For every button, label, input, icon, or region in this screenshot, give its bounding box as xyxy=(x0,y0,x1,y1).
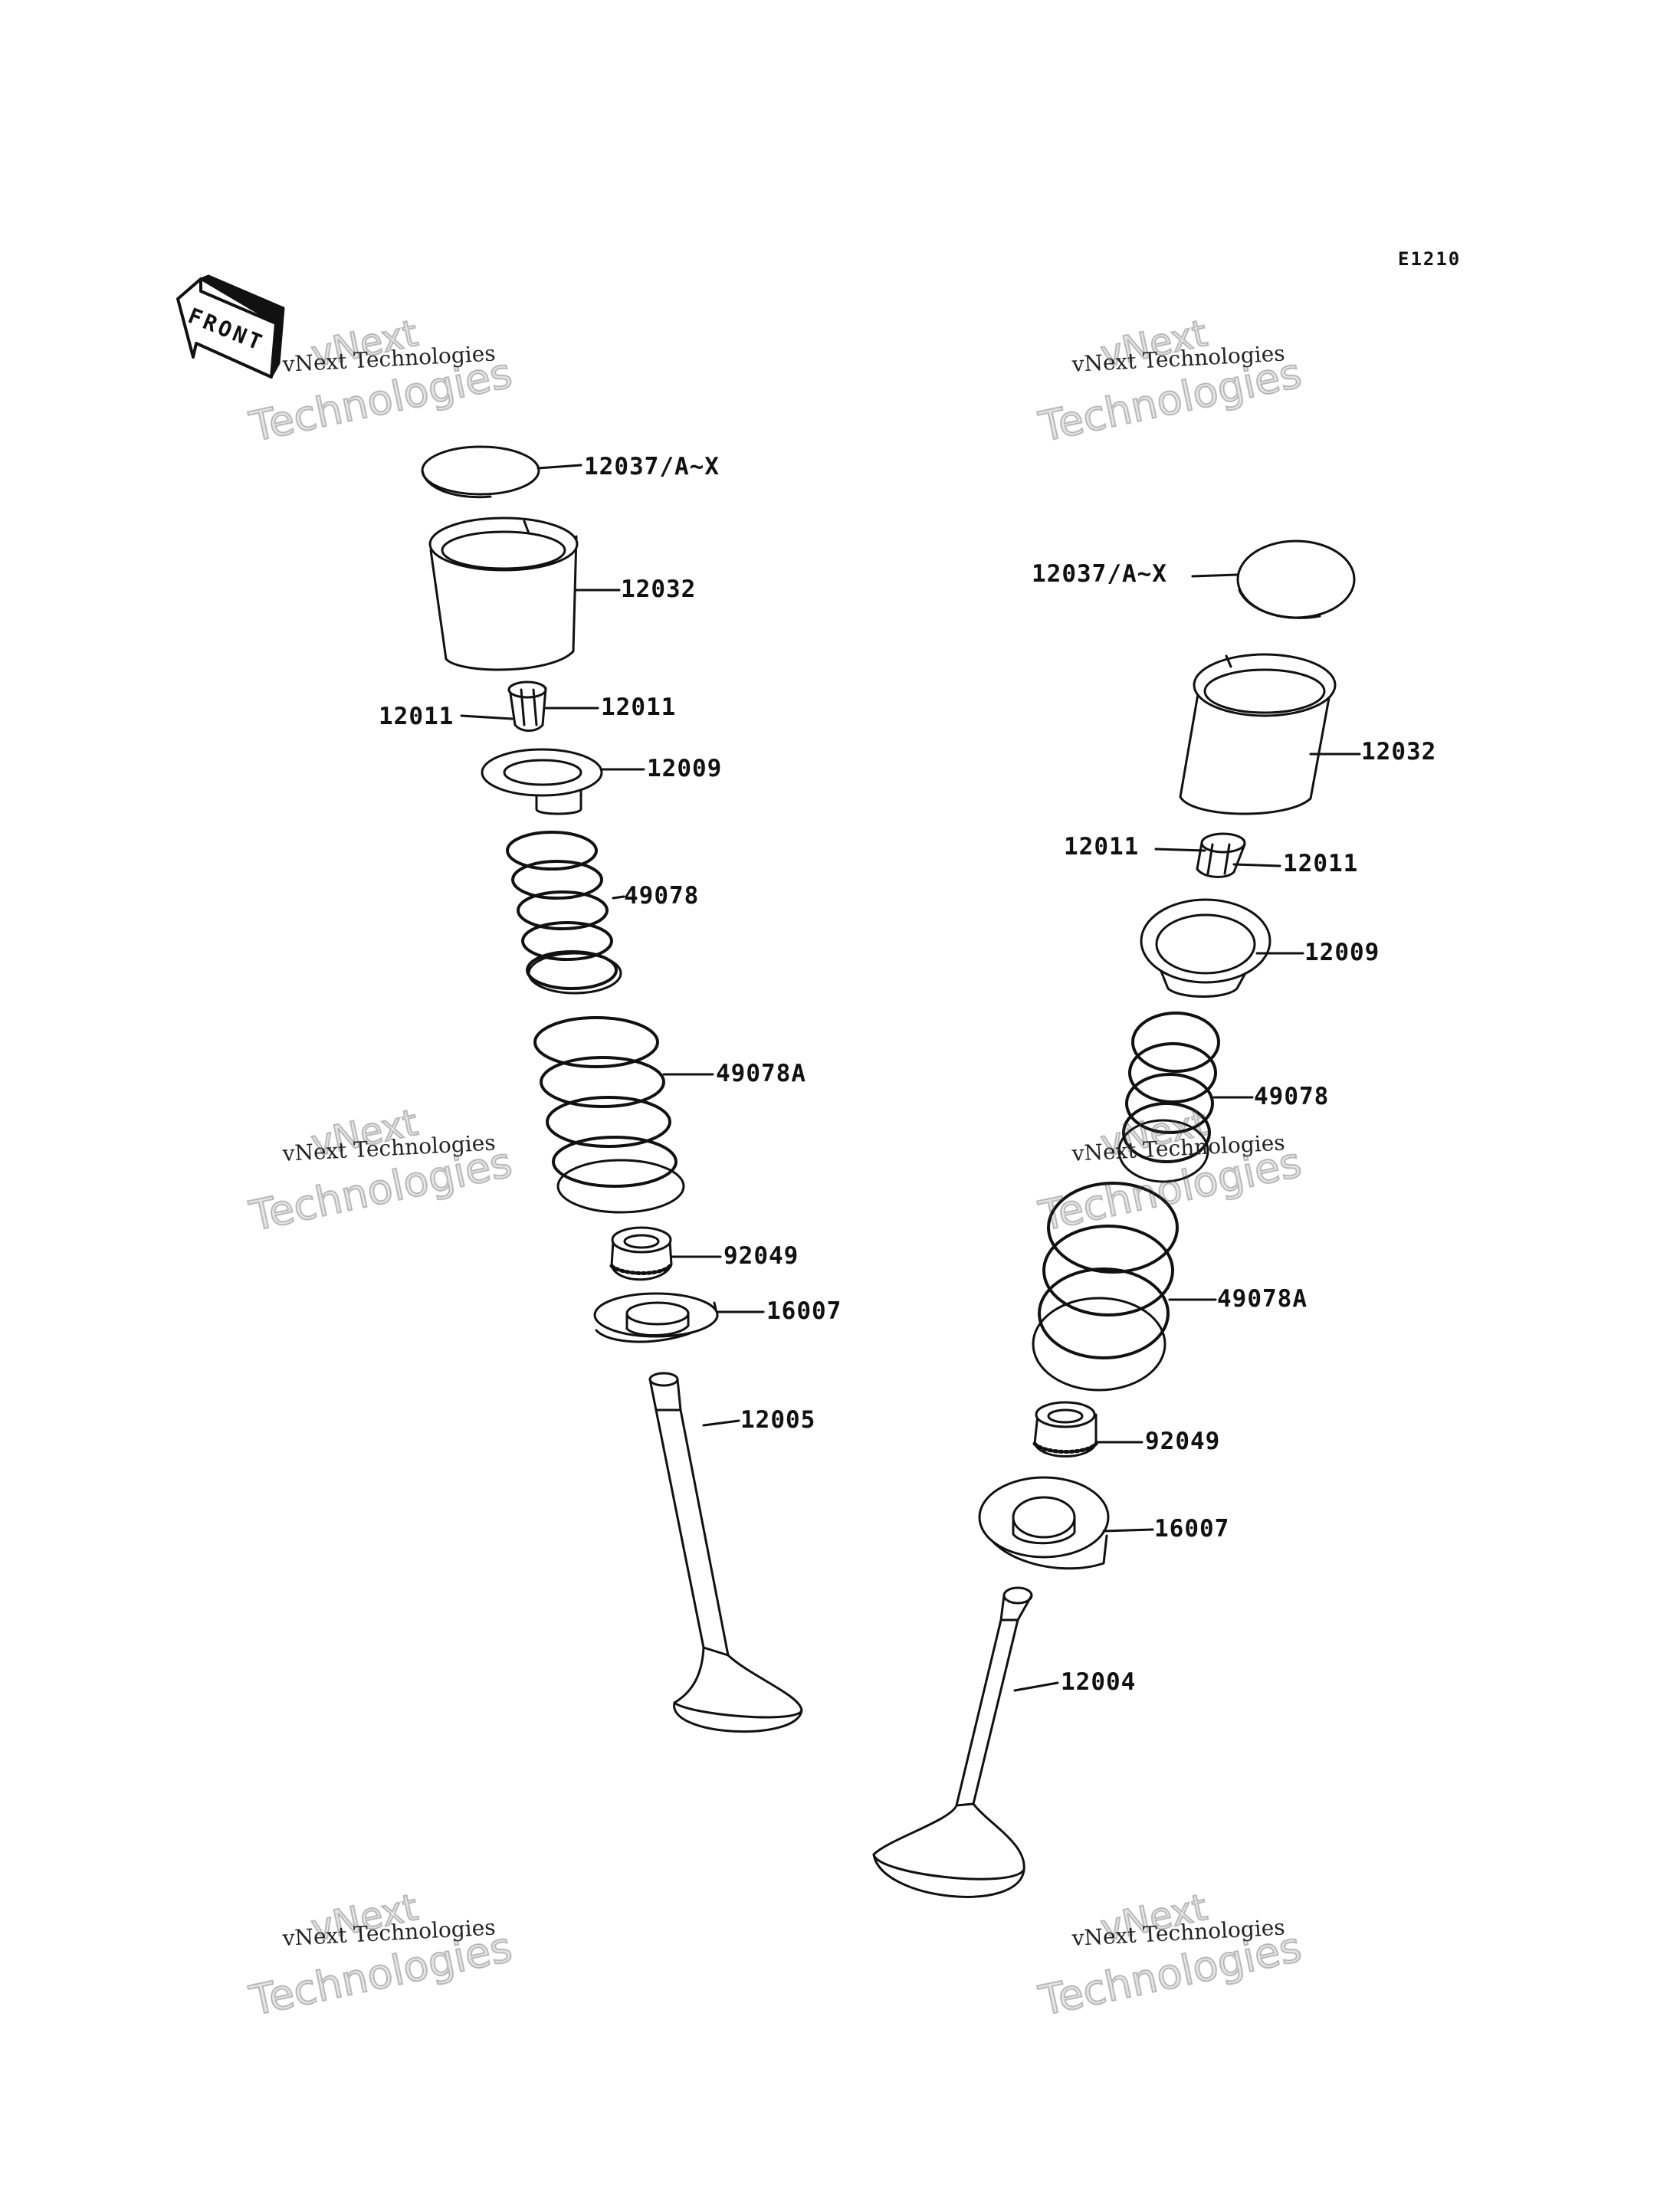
right-shim-label: 12037/A~X xyxy=(1032,560,1167,588)
right-spring-seat-drawing xyxy=(978,1476,1110,1570)
right-outer-spring-drawing xyxy=(1032,1182,1179,1392)
left-retainer-drawing xyxy=(481,748,603,815)
left-shim-drawing xyxy=(421,445,540,499)
right-tappet-label: 12032 xyxy=(1361,738,1437,766)
left-tappet-drawing xyxy=(428,516,579,671)
left-spring-seat-drawing xyxy=(593,1292,719,1343)
left-spring-inner-label: 49078 xyxy=(624,882,700,910)
right-spring-inner-label: 49078 xyxy=(1254,1083,1330,1110)
left-keepers-drawing xyxy=(507,680,547,732)
left-inner-spring-drawing xyxy=(506,831,622,995)
diagram-code: E1210 xyxy=(1398,248,1462,270)
left-stem-seal-label: 92049 xyxy=(724,1242,799,1270)
left-keeper-left-label: 12011 xyxy=(379,703,454,730)
left-keeper-right-label: 12011 xyxy=(601,694,677,721)
left-outer-spring-drawing xyxy=(533,1016,685,1214)
right-retainer-label: 12009 xyxy=(1304,939,1380,966)
left-shim-label: 12037/A~X xyxy=(584,453,720,480)
left-stem-seal-drawing xyxy=(609,1226,674,1281)
left-spring-outer-label: 49078A xyxy=(716,1060,806,1087)
right-stem-seal-label: 92049 xyxy=(1145,1428,1221,1455)
right-stem-seal-drawing xyxy=(1032,1401,1098,1458)
right-keeper-left-label: 12011 xyxy=(1064,833,1140,861)
left-tappet-label: 12032 xyxy=(621,575,697,603)
left-spring-seat-label: 16007 xyxy=(766,1297,842,1325)
left-valve-drawing xyxy=(648,1372,803,1733)
right-spring-seat-label: 16007 xyxy=(1154,1515,1230,1543)
right-keeper-right-label: 12011 xyxy=(1283,850,1359,877)
left-retainer-label: 12009 xyxy=(647,755,723,782)
right-tappet-drawing xyxy=(1179,653,1337,815)
right-shim-drawing xyxy=(1236,539,1356,619)
right-valve-drawing xyxy=(872,1586,1033,1898)
right-retainer-drawing xyxy=(1140,898,1271,998)
right-spring-outer-label: 49078A xyxy=(1217,1285,1308,1313)
right-valve-label: 12004 xyxy=(1061,1668,1137,1696)
left-valve-label: 12005 xyxy=(740,1406,816,1434)
front-arrow-icon xyxy=(176,274,285,379)
right-inner-spring-drawing xyxy=(1117,1012,1220,1183)
right-keepers-drawing xyxy=(1196,832,1246,878)
